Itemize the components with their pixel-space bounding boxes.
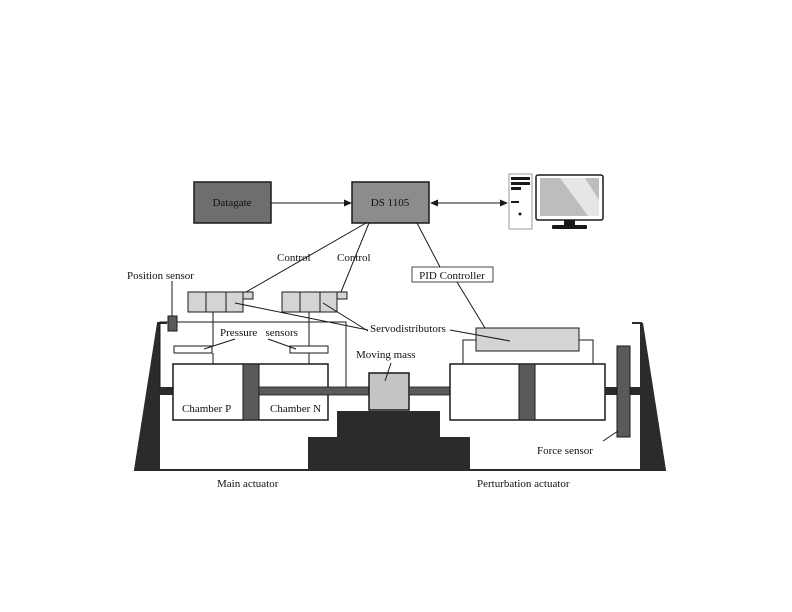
control-line-left xyxy=(245,222,367,293)
servo-leader-mid xyxy=(322,302,369,332)
perturbation-actuator-label: Perturbation actuator xyxy=(477,478,570,490)
ds1105-block: DS 1105 xyxy=(351,181,430,224)
pressure-leader-right xyxy=(267,338,297,350)
main-actuator-label: Main actuator xyxy=(217,478,279,490)
ds1105-box xyxy=(351,181,430,224)
monitor-base xyxy=(552,225,587,229)
monitor-neck xyxy=(564,220,575,225)
servodistributor-left xyxy=(187,291,254,313)
servodistributor-right xyxy=(281,291,348,313)
control-line-right xyxy=(340,222,370,293)
pid-line-upper xyxy=(416,222,441,268)
datagate-to-ds-arrowhead xyxy=(344,199,352,207)
pid-controller-label-box: PID Controller xyxy=(411,266,494,283)
moving-mass-leader xyxy=(384,362,392,382)
pressure-sensors-label: Pressure sensors xyxy=(220,327,298,339)
pid-line-lower xyxy=(456,281,486,329)
tower-bay-1 xyxy=(511,177,530,180)
datagate-box xyxy=(193,181,272,224)
pressure-sensor-left xyxy=(173,345,213,354)
control-label-right: Control xyxy=(337,252,371,264)
left-rod-stub xyxy=(160,387,174,395)
ds-to-computer-arrowhead-right xyxy=(500,199,508,207)
desktop-computer-icon xyxy=(508,173,604,230)
force-sensor-label: Force sensor xyxy=(537,445,593,457)
position-sensor-label: Position sensor xyxy=(127,270,194,282)
control-label-left: Control xyxy=(277,252,311,264)
servo-leader-right xyxy=(449,329,511,342)
tower-slot xyxy=(511,201,519,203)
pressure-sensor-right xyxy=(289,345,329,354)
force-sensor xyxy=(616,345,631,438)
chamber-p-label: Chamber P xyxy=(182,403,231,415)
center-pedestal xyxy=(308,411,470,470)
left-support-leg xyxy=(134,323,160,470)
ds1105-label: DS 1105 xyxy=(371,197,410,209)
pid-box xyxy=(411,266,494,283)
servodistributors-label: Servodistributors xyxy=(370,323,446,335)
tower-bay-2 xyxy=(511,182,530,185)
pid-label: PID Controller xyxy=(419,270,485,282)
perturbation-actuator-piston xyxy=(518,363,536,421)
perturbation-servodistributor xyxy=(475,327,580,352)
datagate-block: Datagate xyxy=(193,181,272,224)
main-actuator-piston xyxy=(242,363,260,421)
right-frame-top xyxy=(632,322,642,324)
right-support-leg xyxy=(640,323,666,470)
monitor-glare xyxy=(560,178,599,216)
pressure-leader-left xyxy=(203,338,236,350)
moving-mass-label: Moving mass xyxy=(356,349,416,361)
position-sensor xyxy=(167,315,178,332)
ds-to-computer-arrowhead-left xyxy=(430,199,438,207)
main-piston-rod xyxy=(258,386,370,396)
moving-mass xyxy=(368,372,410,411)
force-sensor-leader xyxy=(602,430,619,442)
datagate-label: Datagate xyxy=(212,197,251,209)
tower-bay-3 xyxy=(511,187,521,190)
servo-leader-left xyxy=(234,302,369,331)
left-frame-top xyxy=(157,322,167,324)
chamber-n-label: Chamber N xyxy=(270,403,321,415)
tower-button xyxy=(518,212,522,216)
